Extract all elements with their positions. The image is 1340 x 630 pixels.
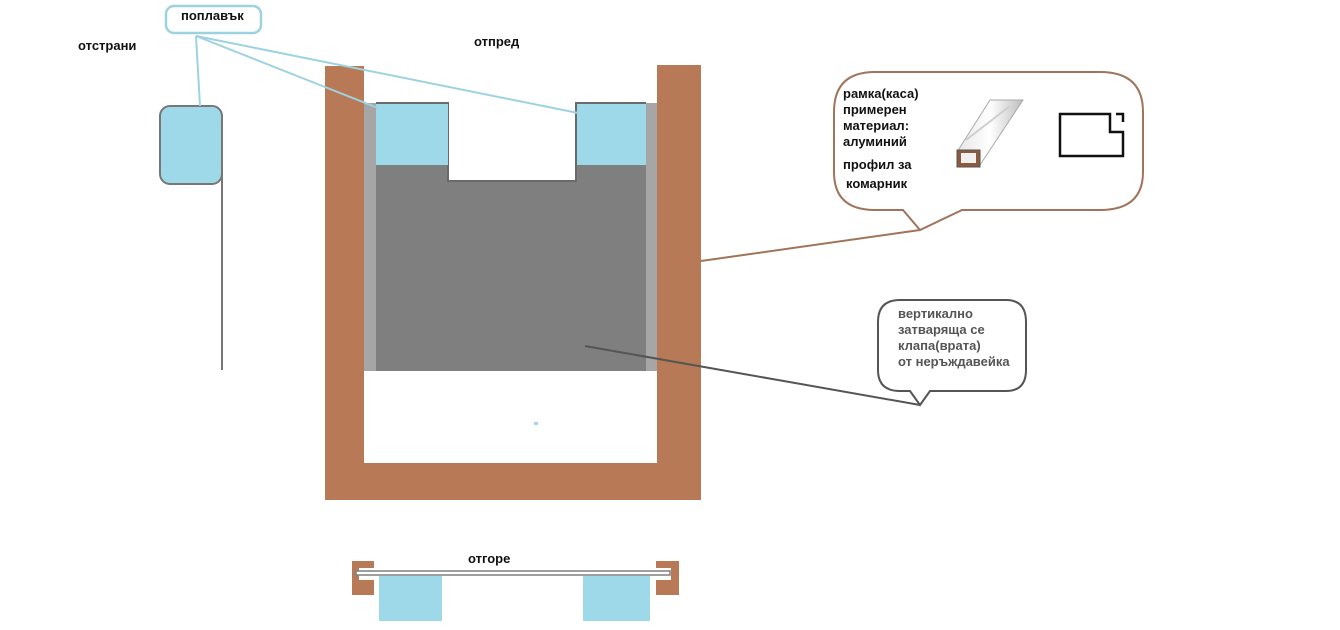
top-flap-bar bbox=[355, 570, 671, 576]
aluminium-profile-icon bbox=[956, 99, 1024, 168]
frame-callout-line-5: профил за bbox=[843, 157, 912, 172]
flap-plate bbox=[376, 103, 646, 371]
top-float-left bbox=[379, 576, 442, 621]
front-view-label: отпред bbox=[474, 34, 520, 49]
top-view bbox=[352, 561, 679, 621]
frame-callout-line-4: алуминий bbox=[843, 134, 907, 149]
side-view bbox=[159, 105, 223, 370]
profile-cross-section-icon bbox=[1058, 112, 1125, 158]
frame-callout-line-2: примерен bbox=[843, 102, 907, 117]
flap-callout-line-3: клапа(врата) bbox=[898, 338, 981, 353]
flap-callout bbox=[584, 299, 1027, 407]
float-pointer-left bbox=[195, 35, 379, 109]
flap-callout-bubble bbox=[877, 299, 1027, 407]
float-label: поплавък bbox=[181, 8, 244, 23]
side-float bbox=[159, 105, 223, 185]
float-right bbox=[577, 104, 646, 165]
flap-pointer bbox=[584, 345, 921, 406]
flap-callout-line-1: вертикално bbox=[898, 306, 973, 321]
float-pointer-right bbox=[195, 35, 579, 114]
float-label-box bbox=[164, 4, 263, 35]
frame-pointer bbox=[700, 229, 921, 262]
float-pointer-side bbox=[195, 35, 201, 107]
frame-left-post bbox=[325, 66, 364, 500]
side-view-label: отстрани bbox=[78, 38, 137, 53]
rail-right bbox=[646, 103, 657, 371]
top-float-right bbox=[583, 576, 650, 621]
frame-callout-line-1: рамка(каса) bbox=[843, 86, 919, 101]
frame-callout bbox=[700, 71, 1144, 262]
flap-callout-line-4: от неръждавейка bbox=[898, 354, 1010, 369]
front-view bbox=[325, 65, 701, 500]
rail-left bbox=[364, 103, 376, 371]
float-callout bbox=[164, 4, 579, 114]
frame-right-post bbox=[657, 65, 701, 500]
frame-callout-line-6: комарник bbox=[846, 176, 908, 191]
frame-bottom-bar bbox=[325, 463, 701, 500]
top-view-label: отгоре bbox=[468, 551, 511, 566]
water-dot bbox=[534, 422, 538, 425]
flap-callout-line-2: затваряща се bbox=[898, 322, 985, 337]
float-left bbox=[376, 104, 448, 165]
frame-callout-line-3: материал: bbox=[843, 118, 910, 133]
flap-outline bbox=[376, 102, 646, 182]
